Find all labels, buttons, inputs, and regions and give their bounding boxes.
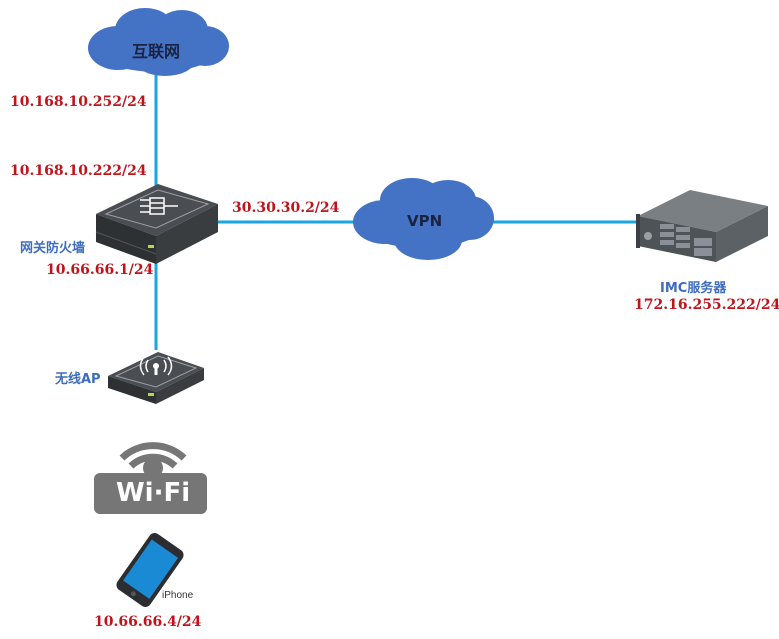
wifi-logo-text: Wi·Fi xyxy=(116,478,191,508)
phone-icon xyxy=(116,533,184,607)
internet-cloud-icon xyxy=(88,8,229,76)
wifi-icon xyxy=(94,442,207,514)
server-icon xyxy=(636,190,768,262)
ip-imc-server: 172.16.255.222/24 xyxy=(634,297,779,313)
firewall-icon xyxy=(95,184,218,264)
iphone-label: iPhone xyxy=(162,590,194,601)
wireless-ap-icon xyxy=(108,352,204,404)
vpn-cloud-icon xyxy=(353,178,494,260)
wireless-ap-label: 无线AP xyxy=(55,372,101,387)
ip-iphone: 10.66.66.4/24 xyxy=(94,614,202,630)
internet-label: 互联网 xyxy=(132,42,181,61)
ip-firewall-lan: 10.66.66.1/24 xyxy=(46,262,154,278)
imc-server-label: IMC服务器 xyxy=(660,281,727,296)
ip-firewall-vpn: 30.30.30.2/24 xyxy=(232,200,340,216)
ip-internet-side: 10.168.10.252/24 xyxy=(10,94,147,110)
ip-firewall-wan: 10.168.10.222/24 xyxy=(10,163,147,179)
firewall-label: 网关防火墙 xyxy=(20,241,86,256)
vpn-label: VPN xyxy=(407,212,443,230)
